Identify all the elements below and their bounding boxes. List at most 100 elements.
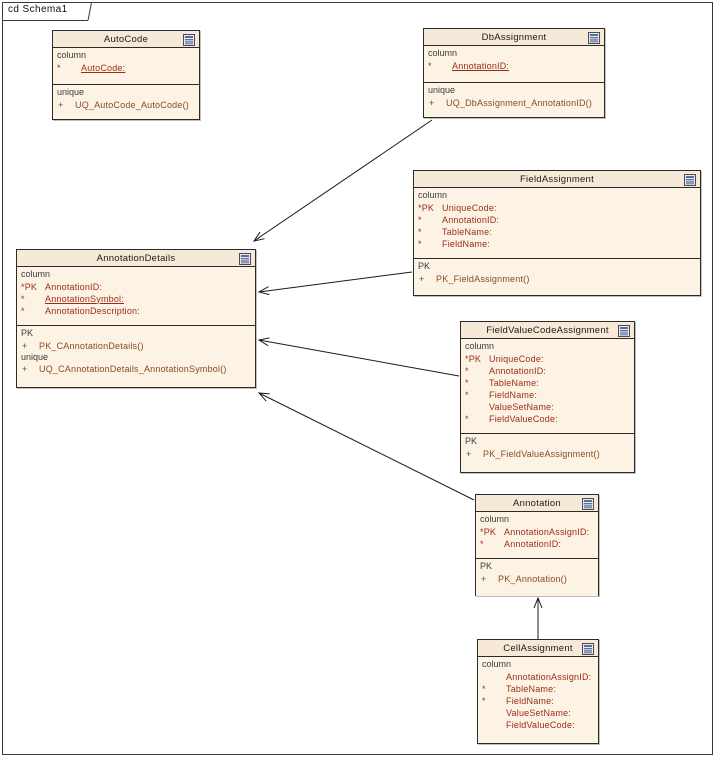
- class-section-pk: PK + PK_Annotation(): [476, 558, 598, 596]
- operation-row: + UQ_AutoCode_AutoCode(): [53, 99, 199, 111]
- attribute-name: FieldName:: [489, 389, 538, 400]
- attribute-name: UniqueCode:: [489, 353, 544, 364]
- attribute-marker: *: [418, 238, 422, 249]
- attribute-row: * TableName:: [478, 683, 598, 695]
- attribute-marker: *PK: [418, 202, 435, 213]
- attribute-marker: *: [418, 226, 422, 237]
- class-box-autocode[interactable]: AutoCode column * AutoCode: unique +: [52, 30, 200, 120]
- attribute-row: * FieldValueCode:: [461, 413, 634, 425]
- class-section-pk: PK + PK_FieldValueAssignment(): [461, 433, 634, 471]
- section-label: PK: [21, 328, 34, 338]
- operation-visibility: +: [419, 273, 425, 284]
- attribute-marker: *: [465, 377, 469, 388]
- class-header-annotation: Annotation: [476, 495, 598, 512]
- attribute-marker: *: [482, 695, 486, 706]
- table-grid-icon: [582, 497, 594, 510]
- operation-visibility: +: [58, 99, 64, 110]
- section-label: column: [428, 48, 458, 58]
- operation-row: + PK_CAnnotationDetails(): [17, 340, 255, 352]
- class-section-column: column *PK UniqueCode: * AnnotationID: *…: [461, 339, 634, 433]
- section-label: column: [21, 269, 51, 279]
- attribute-marker: *: [428, 60, 432, 71]
- class-title: CellAssignment: [503, 642, 573, 654]
- attribute-row: FieldValueCode:: [478, 719, 598, 731]
- attribute-row: * AnnotationID:: [461, 365, 634, 377]
- attribute-row: * AnnotationDescription:: [17, 305, 255, 317]
- class-title: AnnotationDetails: [96, 252, 176, 264]
- attribute-marker: *: [57, 62, 61, 73]
- attribute-marker: *: [21, 293, 25, 304]
- attribute-name: TableName:: [489, 377, 540, 388]
- operation-row: + PK_FieldValueAssignment(): [461, 448, 634, 460]
- section-label: PK: [480, 561, 493, 571]
- attribute-marker: *: [418, 214, 422, 225]
- attribute-name: AnnotationID:: [452, 60, 510, 71]
- table-grid-icon: [183, 33, 195, 46]
- attribute-name: AnnotationAssignID:: [506, 671, 592, 682]
- table-grid-icon: [239, 252, 251, 265]
- class-title: DbAssignment: [481, 31, 547, 43]
- class-box-fieldvaluecodeassignment[interactable]: FieldValueCodeAssignment column *PK Uniq…: [460, 321, 635, 473]
- operation-name: PK_Annotation(): [498, 573, 568, 584]
- class-header-cellassignment: CellAssignment: [478, 640, 598, 657]
- class-section-unique: unique + UQ_DbAssignment_AnnotationID(): [424, 82, 604, 117]
- operation-name: PK_FieldValueAssignment(): [483, 448, 600, 459]
- class-title: FieldValueCodeAssignment: [486, 324, 609, 336]
- attribute-marker: *: [465, 389, 469, 400]
- class-title: FieldAssignment: [520, 173, 594, 185]
- section-label: unique: [57, 87, 85, 97]
- class-title: AutoCode: [103, 33, 149, 45]
- operation-name: UQ_DbAssignment_AnnotationID(): [446, 97, 593, 108]
- attribute-row: *PK AnnotationID:: [17, 281, 255, 293]
- attribute-row: * FieldName:: [478, 695, 598, 707]
- class-section-pk-unique: PK + PK_CAnnotationDetails() unique + UQ…: [17, 325, 255, 387]
- attribute-name: ValueSetName:: [489, 401, 554, 412]
- section-label: column: [57, 50, 87, 60]
- attribute-marker: *PK: [465, 353, 482, 364]
- attribute-name: AnnotationAssignID:: [504, 526, 590, 537]
- class-box-annotationdetails[interactable]: AnnotationDetails column *PK AnnotationI…: [16, 249, 256, 388]
- table-grid-icon: [588, 31, 600, 44]
- attribute-row: * AutoCode:: [53, 62, 199, 74]
- section-label: column: [482, 659, 512, 669]
- diagram-frame-tab: [2, 2, 88, 21]
- operation-name: PK_CAnnotationDetails(): [39, 340, 144, 351]
- attribute-row: * TableName:: [461, 377, 634, 389]
- diagram-frame-tab-label: cd Schema1: [8, 4, 68, 15]
- class-title: Annotation: [513, 497, 561, 509]
- attribute-row: ValueSetName:: [478, 707, 598, 719]
- class-box-dbassignment[interactable]: DbAssignment column * AnnotationID: uniq…: [423, 28, 605, 118]
- attribute-row: AnnotationAssignID:: [478, 671, 598, 683]
- section-label-unique: unique: [21, 351, 49, 362]
- attribute-row: * AnnotationSymbol:: [17, 293, 255, 305]
- attribute-row: * TableName:: [414, 226, 700, 238]
- table-grid-icon: [618, 324, 630, 337]
- attribute-name: AnnotationID:: [442, 214, 500, 225]
- attribute-row: * AnnotationID:: [476, 538, 598, 550]
- section-label: PK: [465, 436, 478, 446]
- class-header-fieldvaluecodeassignment: FieldValueCodeAssignment: [461, 322, 634, 339]
- attribute-marker: *: [21, 305, 25, 316]
- operation-visibility: +: [481, 573, 487, 584]
- class-section-column: column * AnnotationID:: [424, 46, 604, 82]
- class-section-column: column *PK AnnotationID: * AnnotationSym…: [17, 267, 255, 325]
- class-box-annotation[interactable]: Annotation column *PK AnnotationAssignID…: [475, 494, 599, 596]
- class-header-fieldassignment: FieldAssignment: [414, 171, 700, 188]
- class-box-cellassignment[interactable]: CellAssignment column AnnotationAssignID…: [477, 639, 599, 744]
- section-label: PK: [418, 261, 431, 271]
- attribute-row: *PK AnnotationAssignID:: [476, 526, 598, 538]
- attribute-name: ValueSetName:: [506, 707, 571, 718]
- operation-row: + UQ_CAnnotationDetails_AnnotationSymbol…: [17, 363, 255, 375]
- attribute-name: FieldName:: [442, 238, 491, 249]
- operation-name: PK_FieldAssignment(): [436, 273, 530, 284]
- operation-row: + PK_Annotation(): [476, 573, 598, 585]
- attribute-name: AnnotationID:: [45, 281, 103, 292]
- section-label: column: [465, 341, 495, 351]
- class-section-unique: unique + UQ_AutoCode_AutoCode(): [53, 84, 199, 119]
- class-box-fieldassignment[interactable]: FieldAssignment column *PK UniqueCode: *…: [413, 170, 701, 296]
- attribute-row: *PK UniqueCode:: [414, 202, 700, 214]
- class-section-column: column *PK UniqueCode: * AnnotationID: *…: [414, 188, 700, 258]
- attribute-marker: *: [480, 538, 484, 549]
- attribute-row: *PK UniqueCode:: [461, 353, 634, 365]
